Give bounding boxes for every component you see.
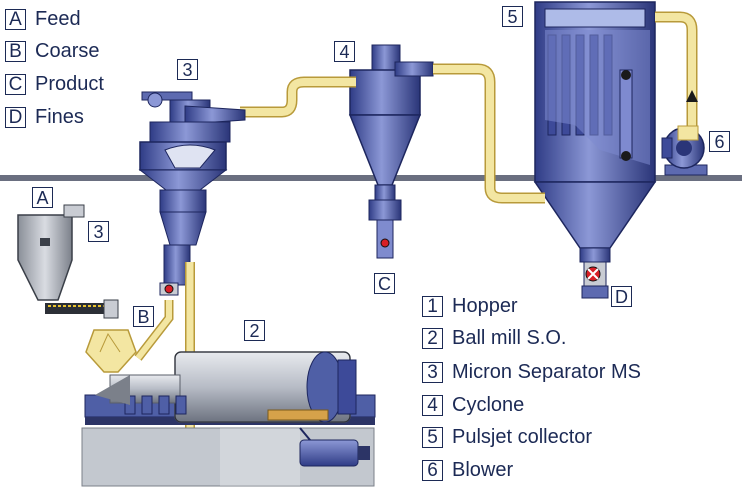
product-valve	[380, 238, 390, 248]
legend-key: C	[5, 73, 26, 95]
legend-hopper: 1 Hopper	[422, 293, 518, 319]
fines-valve	[585, 266, 601, 282]
legend-key: 4	[422, 394, 443, 416]
legend-key: 1	[422, 295, 443, 317]
legend-pulsjet: 5 Pulsjet collector	[422, 424, 592, 450]
legend-coarse: B Coarse	[5, 38, 99, 64]
legend-fines: D Fines	[5, 104, 84, 130]
tag-coarse: B	[133, 306, 154, 327]
coarse-valve	[159, 282, 179, 296]
feed-hopper	[17, 204, 110, 314]
legend-key: 6	[422, 459, 443, 481]
legend-label: Ball mill S.O.	[452, 326, 567, 349]
legend-key: A	[5, 8, 26, 30]
legend-micron-separator: 3 Micron Separator MS	[422, 359, 641, 385]
feed-chute	[85, 299, 137, 373]
tag-collector: 5	[502, 6, 523, 27]
pulsjet-collector	[533, 1, 657, 299]
micron-separator	[138, 91, 246, 296]
tag-feed: A	[32, 187, 53, 208]
ball-mill	[81, 351, 376, 487]
legend-label: Blower	[452, 458, 514, 481]
tag-hopper: 3	[88, 221, 109, 242]
legend-blower: 6 Blower	[422, 457, 513, 483]
duct-collector-blower	[655, 11, 698, 128]
floor-line	[0, 175, 742, 181]
legend-label: Hopper	[452, 294, 518, 317]
tag-separator: 3	[177, 59, 198, 80]
legend-label: Fines	[35, 105, 84, 128]
legend-key: B	[5, 40, 26, 62]
tag-fines: D	[611, 286, 632, 307]
legend-label: Product	[35, 72, 104, 95]
legend-key: D	[5, 106, 26, 128]
legend-label: Cyclone	[452, 393, 525, 416]
legend-key: 2	[422, 327, 443, 349]
legend-ball-mill: 2 Ball mill S.O.	[422, 325, 566, 351]
cyclone	[348, 44, 434, 259]
tag-product: C	[374, 273, 395, 294]
legend-label: Feed	[35, 7, 81, 30]
legend-label: Micron Separator MS	[452, 360, 641, 383]
blower	[661, 125, 708, 176]
legend-key: 5	[422, 426, 443, 448]
tag-blower: 6	[709, 131, 730, 152]
tag-cyclone: 4	[334, 41, 355, 62]
exhaust-arrow	[686, 90, 698, 102]
tag-mill: 2	[244, 320, 265, 341]
legend-label: Coarse	[35, 39, 100, 62]
legend-label: Pulsjet collector	[452, 425, 593, 448]
legend-cyclone: 4 Cyclone	[422, 392, 524, 418]
legend-feed: A Feed	[5, 6, 81, 32]
legend-key: 3	[422, 361, 443, 383]
legend-product: C Product	[5, 71, 104, 97]
